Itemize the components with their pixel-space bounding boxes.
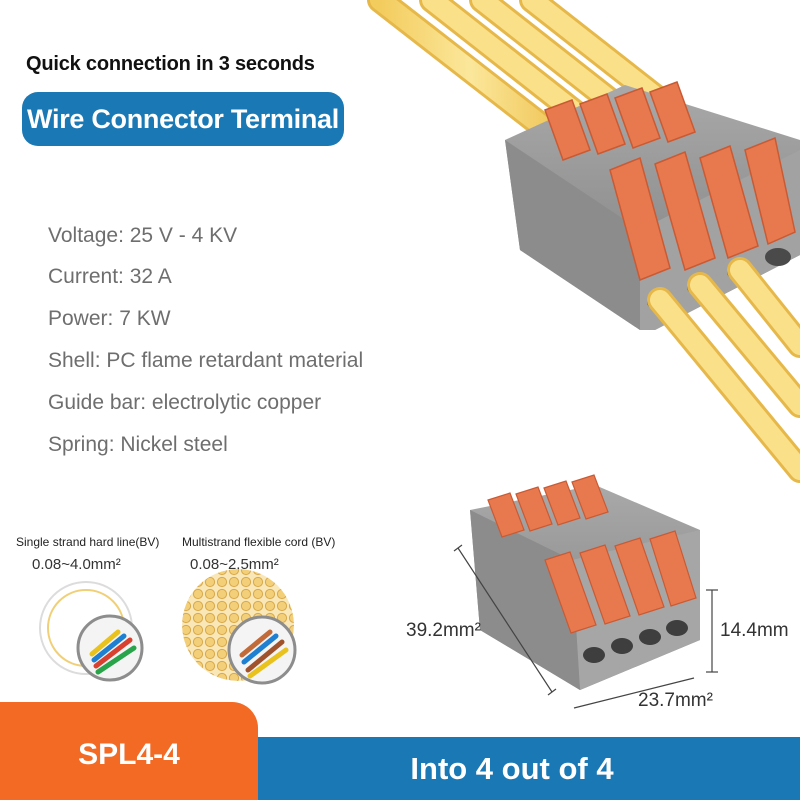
dimension-width: 23.7mm² bbox=[638, 690, 713, 711]
tagline: Quick connection in 3 seconds bbox=[26, 53, 315, 75]
footer-model: SPL4-4 bbox=[0, 702, 258, 800]
connector-top-icon bbox=[367, 0, 800, 483]
spec-guide-bar: Guide bar: electrolytic copper bbox=[48, 391, 322, 414]
dimension-height: 14.4mm bbox=[720, 620, 789, 641]
spec-shell: Shell: PC flame retardant material bbox=[48, 349, 364, 372]
product-title: Wire Connector Terminal bbox=[22, 92, 344, 146]
footer-description: Into 4 out of 4 bbox=[258, 737, 800, 800]
wire-type-solid-range: 0.08~4.0mm² bbox=[32, 556, 121, 573]
spec-current: Current: 32 A bbox=[48, 265, 172, 288]
solid-wire-icon bbox=[39, 581, 144, 682]
stranded-wire-icon bbox=[182, 569, 297, 685]
connector-bottom-icon bbox=[453, 474, 718, 709]
wire-type-stranded-title: Multistrand flexible cord (BV) bbox=[182, 535, 336, 549]
spec-spring: Spring: Nickel steel bbox=[48, 433, 228, 456]
dimension-length: 39.2mm² bbox=[406, 620, 481, 641]
wire-type-solid-title: Single strand hard line(BV) bbox=[16, 535, 160, 549]
wire-type-stranded-range: 0.08~2.5mm² bbox=[190, 556, 279, 573]
spec-power: Power: 7 KW bbox=[48, 307, 171, 330]
spec-voltage: Voltage: 25 V - 4 KV bbox=[48, 224, 238, 247]
